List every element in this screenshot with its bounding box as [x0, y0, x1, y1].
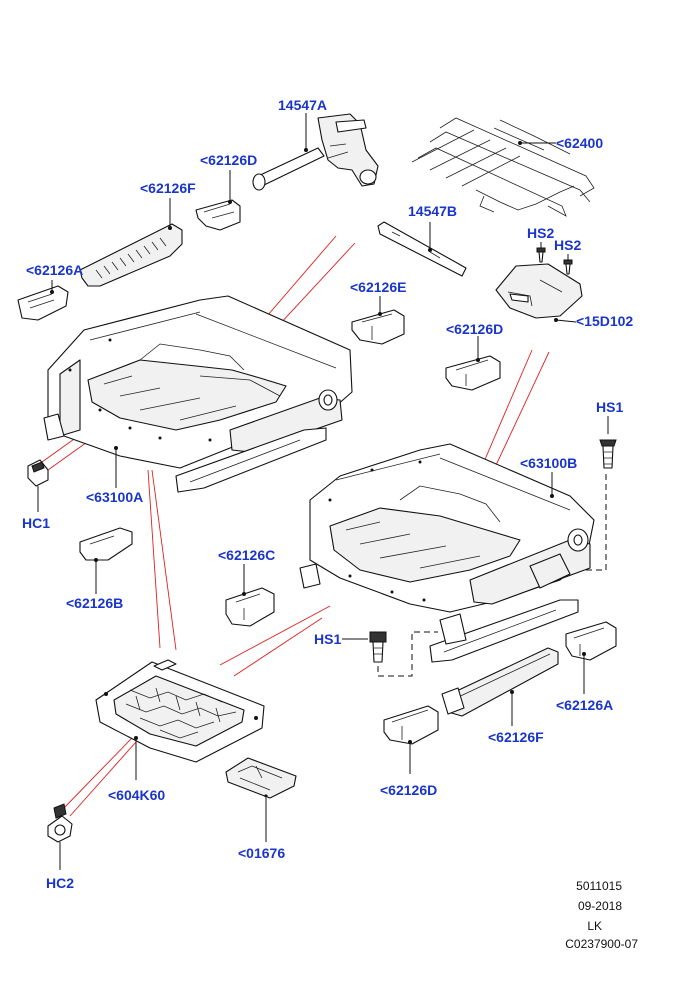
callout-01676: <01676	[238, 845, 285, 861]
red-alignment-lines	[41, 235, 550, 817]
part-63100b-right-seat-frame[interactable]: <63100B	[299, 443, 595, 663]
callout-hc2: HC2	[46, 875, 74, 891]
part-62126d-middle-cover[interactable]: <62126D	[445, 321, 503, 391]
callout-15d102: <15D102	[576, 313, 633, 329]
callout-hs1-mid: HS1	[314, 631, 341, 647]
part-62126c-cover[interactable]: <62126C	[218, 547, 275, 627]
callout-62126a-right: <62126A	[556, 697, 613, 713]
part-hs1-middle-bolt[interactable]: HS1	[314, 631, 438, 677]
callout-604k60: <604K60	[108, 787, 165, 803]
callout-hs2-b: HS2	[554, 237, 581, 253]
callout-62126b: <62126B	[66, 595, 123, 611]
part-15d102-bracket[interactable]: <15D102	[495, 263, 633, 329]
part-hc1-clip[interactable]: HC1	[22, 459, 50, 531]
callout-62126f-top: <62126F	[140, 180, 196, 196]
callout-62126e: <62126E	[350, 279, 406, 295]
callout-hs2-a: HS2	[527, 225, 554, 241]
part-hs1-right-bolt[interactable]: HS1	[580, 399, 623, 571]
callout-62126d-bottom: <62126D	[380, 782, 437, 798]
callout-62400: <62400	[556, 135, 603, 151]
part-62126a-left-end-cap[interactable]: <62126A	[17, 262, 83, 321]
part-62126f-bottom-long-cover[interactable]: <62126F	[441, 647, 559, 745]
callout-62126a-left: <62126A	[26, 262, 83, 278]
callout-14547b: 14547B	[408, 203, 457, 219]
part-63100a-left-seat-frame[interactable]: <63100A	[43, 295, 353, 505]
callout-62126c: <62126C	[218, 547, 275, 563]
footer-line-4: C0237900-07	[565, 937, 638, 951]
part-hs2-screw-b[interactable]: HS2	[554, 237, 581, 275]
callout-hc1: HC1	[22, 515, 50, 531]
part-604k60-seat-pan[interactable]: <604K60	[95, 659, 265, 803]
part-14547b-rod[interactable]: 14547B	[377, 203, 467, 277]
callout-63100b: <63100B	[520, 455, 577, 471]
footer-line-2: 09-2018	[578, 899, 622, 913]
callout-62126f-bottom: <62126F	[488, 729, 544, 745]
part-62400-wire-spring[interactable]: <62400	[411, 117, 603, 217]
callout-63100a: <63100A	[86, 489, 143, 505]
callout-14547a: 14547A	[278, 97, 327, 113]
part-62126a-right-end-cap[interactable]: <62126A	[556, 621, 617, 713]
footer-info: 5011015 09-2018 LK C0237900-07	[565, 879, 638, 951]
part-62126b-cover[interactable]: <62126B	[66, 527, 133, 611]
part-62126f-top-long-cover[interactable]: <62126F	[79, 180, 196, 287]
part-62126d-top-cover[interactable]: <62126D	[195, 152, 257, 231]
footer-line-1: 5011015	[576, 879, 622, 893]
part-hc2-clip[interactable]: HC2	[46, 803, 74, 891]
callout-62126d-top: <62126D	[200, 152, 257, 168]
part-hs2-screw-a[interactable]: HS2	[527, 225, 554, 263]
callout-hs1-right: HS1	[596, 399, 623, 415]
callout-62126d-middle: <62126D	[446, 321, 503, 337]
part-62126d-bottom-cover[interactable]: <62126D	[380, 705, 439, 798]
part-62126e-cover[interactable]: <62126E	[350, 279, 406, 345]
part-14547a-recliner-mechanism[interactable]: 14547A	[252, 97, 379, 191]
part-01676-plate[interactable]: <01676	[225, 757, 297, 861]
footer-line-3: LK	[587, 919, 602, 933]
